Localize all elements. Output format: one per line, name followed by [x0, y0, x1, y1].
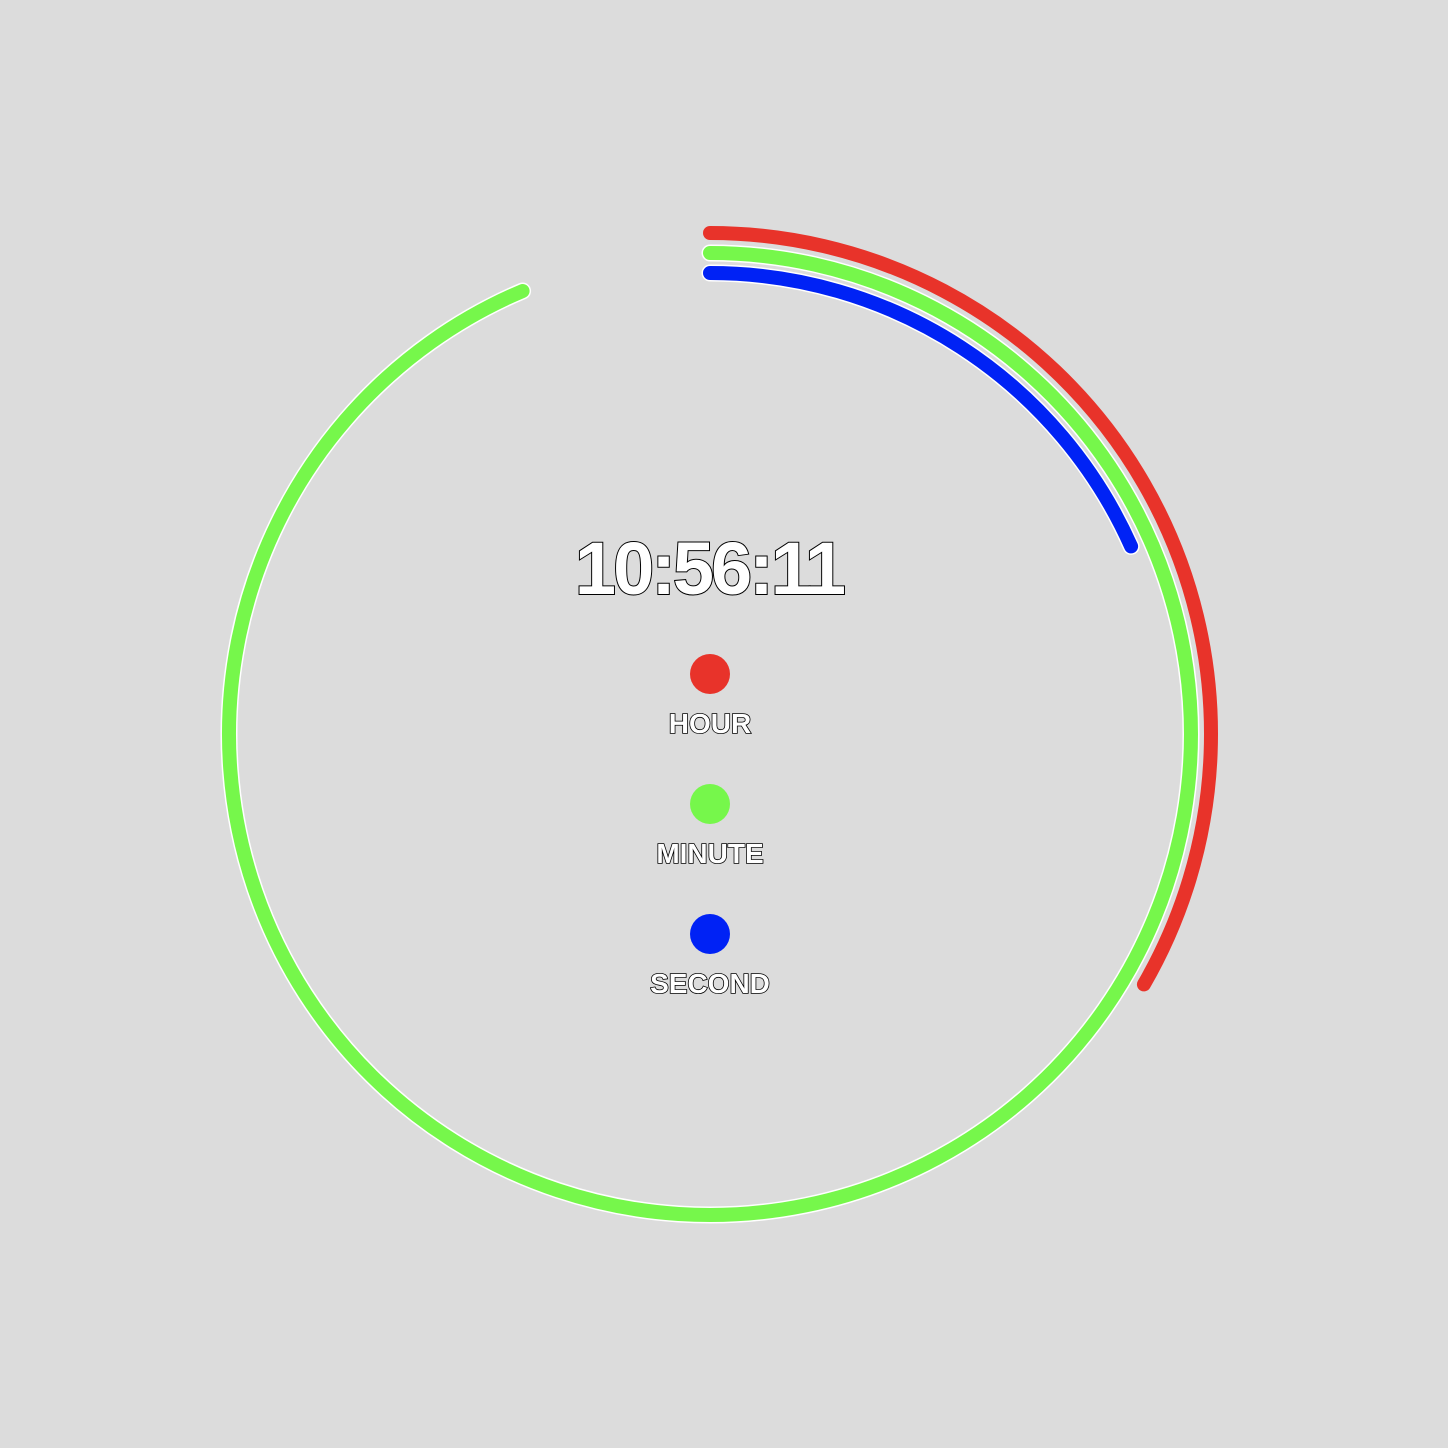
- minute-arc: [221, 246, 1198, 1222]
- minute-legend-label: MINUTE: [656, 838, 763, 869]
- hour-legend-dot: [690, 654, 730, 694]
- second-legend-label: SECOND: [650, 968, 770, 999]
- time-display: 10:56:11: [575, 527, 845, 610]
- second-legend-dot: [690, 914, 730, 954]
- hour-arc: [703, 226, 1218, 992]
- second-arc: [703, 266, 1139, 554]
- minute-legend-dot: [690, 784, 730, 824]
- hour-legend-label: HOUR: [669, 708, 751, 739]
